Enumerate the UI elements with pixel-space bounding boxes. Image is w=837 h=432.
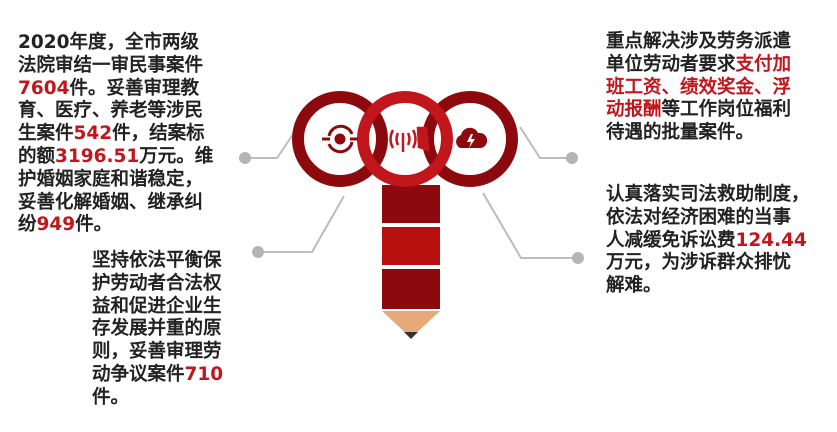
text-line: 护婚姻家庭和谐稳定， — [18, 169, 213, 192]
text-line: 待遇的批量案件。 — [606, 122, 791, 145]
text-segment: 认真落实司法救助制度， — [606, 184, 810, 205]
text-line: 生案件542件，结案标 — [18, 123, 213, 146]
highlight-value: 7604 — [18, 77, 70, 99]
pencil-tip — [382, 311, 440, 338]
text-segment: 则，妥善审理劳 — [92, 341, 222, 363]
text-segment: 法院审结一审民事案件 — [18, 54, 204, 76]
connector-dot — [566, 152, 578, 164]
signal-tower-icon — [389, 126, 430, 152]
text-line: 则，妥善审理劳 — [92, 341, 223, 364]
recycle-eye-icon — [322, 124, 358, 154]
highlight-value: 542 — [73, 123, 113, 145]
text-segment: 纷 — [18, 214, 37, 236]
labor-dispatch-text: 重点解决涉及劳务派遣单位劳动者要求支付加班工资、绩效奖金、浮动报酬等工作岗位福利… — [606, 31, 791, 145]
text-line: 解难。 — [606, 275, 810, 298]
text-line: 护劳动者合法权 — [92, 273, 223, 296]
highlight-value: 124.44 — [735, 229, 807, 251]
text-line: 益和促进企业生 — [92, 296, 223, 319]
highlight-value: 710 — [184, 363, 224, 385]
text-segment: 解难。 — [606, 275, 662, 297]
text-line: 育、医疗、养老等涉民 — [18, 100, 213, 123]
text-line: 件。 — [92, 387, 223, 410]
highlight-value: 班工资、绩效奖金、浮 — [606, 76, 792, 98]
connector-lines — [245, 126, 578, 259]
text-line: 依法对经济困难的当事 — [606, 207, 810, 230]
text-line: 万元，为涉诉群众排忧 — [606, 252, 810, 275]
text-line: 动争议案件710 — [92, 364, 223, 387]
text-line: 的额3196.51万元。维 — [18, 146, 213, 169]
text-line: 人减缓免诉讼费124.44 — [606, 230, 810, 253]
text-line: 妥善化解婚姻、继承纠 — [18, 192, 213, 215]
text-line: 动报酬等工作岗位福利 — [606, 99, 791, 122]
text-segment: 重点解决涉及劳务派遣 — [606, 31, 792, 52]
text-segment: 的额 — [18, 145, 56, 167]
text-segment: 件。 — [92, 386, 130, 408]
connector-dot — [252, 246, 264, 258]
ring-left — [292, 91, 388, 187]
text-line: 7604件。妥善审理教 — [18, 78, 213, 101]
text-segment: 动争议案件 — [92, 363, 185, 385]
text-segment: 护劳动者合法权 — [92, 272, 222, 294]
text-segment: 依法对经济困难的当事 — [606, 206, 792, 228]
text-segment: 件。妥善审理教 — [69, 77, 200, 99]
text-line: 单位劳动者要求支付加 — [606, 54, 791, 77]
text-line: 2020年度，全市两级 — [18, 32, 213, 55]
text-segment: 万元，为涉诉群众排忧 — [606, 252, 792, 274]
text-line: 法院审结一审民事案件 — [18, 55, 213, 78]
text-segment: 护婚姻家庭和谐稳定， — [18, 168, 204, 190]
text-segment: 妥善化解婚姻、继承纠 — [18, 191, 204, 213]
text-segment: 等工作岗位福利 — [661, 99, 792, 121]
text-segment: 2020年度，全市两级 — [18, 32, 199, 53]
text-line: 重点解决涉及劳务派遣 — [606, 31, 791, 54]
text-segment: 益和促进企业生 — [92, 295, 222, 317]
text-segment: 育、医疗、养老等涉民 — [18, 100, 204, 122]
highlight-value: 动报酬 — [606, 99, 662, 121]
ring-middle — [357, 91, 453, 187]
highlight-value: 支付加 — [735, 53, 792, 75]
labor-dispute-text: 坚持依法平衡保护劳动者合法权益和促进企业生存发展并重的原则，妥善审理劳动争议案件… — [92, 250, 223, 410]
highlight-value: 949 — [36, 214, 76, 236]
text-line: 坚持依法平衡保 — [92, 250, 223, 273]
text-segment: 待遇的批量案件。 — [606, 122, 755, 144]
connector-dot — [572, 252, 584, 264]
cloud-lightning-icon — [456, 127, 488, 148]
text-segment: 生案件 — [18, 123, 74, 145]
text-line: 认真落实司法救助制度， — [606, 184, 810, 207]
text-segment: 件。 — [75, 214, 113, 236]
text-segment: 件，结案标 — [112, 123, 205, 145]
text-line: 存发展并重的原 — [92, 318, 223, 341]
text-segment: 人减缓免诉讼费 — [606, 229, 736, 251]
text-line: 纷949件。 — [18, 214, 213, 237]
text-segment: 单位劳动者要求 — [606, 53, 736, 75]
text-segment: 坚持依法平衡保 — [92, 250, 222, 271]
highlight-value: 3196.51 — [55, 145, 140, 167]
text-line: 班工资、绩效奖金、浮 — [606, 77, 791, 100]
connector-dot — [239, 152, 251, 164]
pencil-body — [382, 185, 440, 339]
text-segment: 万元。维 — [139, 145, 214, 167]
text-segment: 存发展并重的原 — [92, 318, 222, 340]
